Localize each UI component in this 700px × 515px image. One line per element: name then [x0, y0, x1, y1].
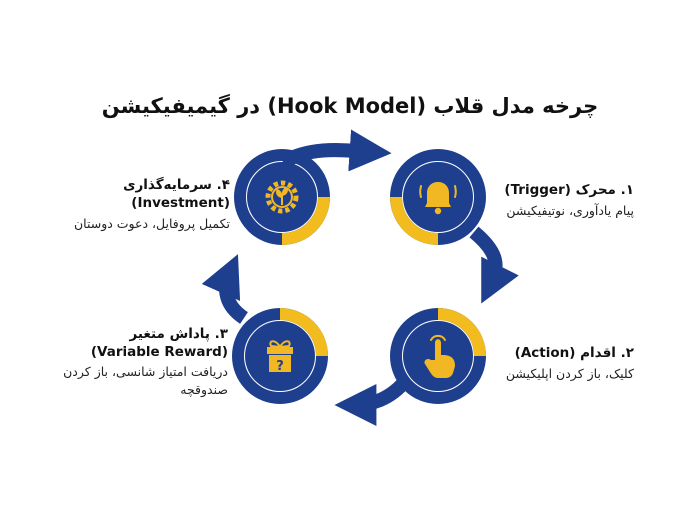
arrow-action-to-reward	[334, 375, 412, 426]
gear-plant-icon	[265, 180, 299, 214]
stage-description: تکمیل پروفایل، دعوت دوستان	[73, 216, 230, 231]
stage-circle-investment	[234, 149, 330, 245]
stage-description-continued: صندوقچه	[180, 382, 228, 397]
stage-description: پیام یادآوری، نوتیفیکیشن	[506, 203, 634, 218]
stage-description: دریافت امتیاز شانسی، باز کردن	[63, 364, 228, 379]
stage-text-trigger: ۱. محرک (Trigger) پیام یادآوری، نوتیفیکی…	[440, 181, 634, 220]
stage-text-action: ۲. اقدام (Action) کلیک، باز کردن اپلیکیش…	[440, 344, 634, 383]
stage-heading: ۱. محرک (Trigger)	[504, 182, 634, 198]
arrow-reward-to-investment	[201, 254, 249, 324]
stage-circle-trigger	[390, 149, 486, 245]
svg-text:?: ?	[276, 359, 284, 374]
stage-circle-reward: ?	[232, 308, 328, 404]
stage-text-investment: ۴. سرمایه‌گذاری (Investment) تکمیل پروفا…	[20, 176, 230, 233]
stage-circle-action	[390, 308, 486, 404]
gift-question-icon: ?	[267, 340, 293, 374]
stage-heading: ۲. اقدام (Action)	[514, 345, 634, 361]
stage-text-reward: ۳. پاداش متغیر (Variable Reward) دریافت …	[30, 325, 228, 399]
stage-heading: ۴. سرمایه‌گذاری (Investment)	[123, 177, 230, 211]
diagram-title: چرخه مدل قلاب (Hook Model) در گیمیفیکیشن	[101, 94, 599, 118]
arrow-trigger-to-action	[469, 226, 519, 304]
stage-heading: ۳. پاداش متغیر	[129, 326, 229, 342]
stage-heading-english: (Variable Reward)	[90, 344, 228, 360]
bell-icon	[419, 182, 457, 215]
tap-hand-icon	[424, 334, 455, 378]
stage-description: کلیک، باز کردن اپلیکیشن	[505, 366, 634, 381]
